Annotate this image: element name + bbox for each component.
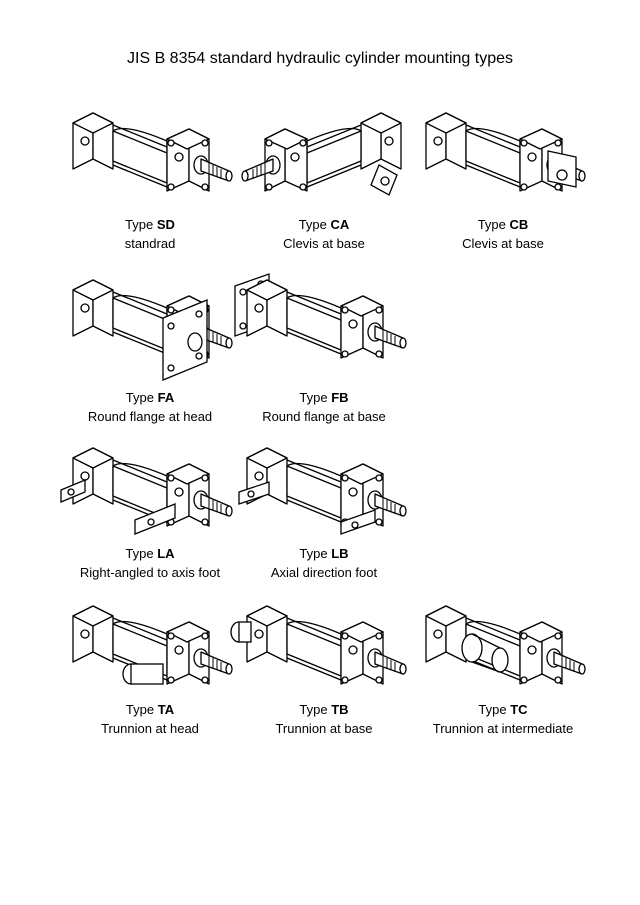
type-prefix: Type <box>125 217 154 232</box>
type-description: Trunnion at base <box>275 721 373 736</box>
type-description: Trunnion at head <box>101 721 199 736</box>
type-code: TC <box>510 702 528 717</box>
cylinder-ta-illustration <box>72 605 233 685</box>
type-label: Type FB <box>229 388 419 407</box>
mounting-type-sd: Type SD standrad <box>55 95 245 253</box>
type-prefix: Type <box>125 702 155 717</box>
type-label: Type TA <box>55 700 245 719</box>
type-label: Type CB <box>408 215 598 234</box>
cylinder-tc-illustration <box>425 605 586 685</box>
type-description: Right-angled to axis foot <box>79 565 221 580</box>
type-description: standrad <box>124 236 176 251</box>
type-prefix: Type <box>299 546 328 561</box>
type-prefix: Type <box>478 702 507 717</box>
mounting-type-tb: Type TB Trunnion at base <box>229 588 419 738</box>
mounting-type-ta: Type TA Trunnion at head <box>55 588 245 738</box>
mounting-type-fa: Type FA Round flange at head <box>55 262 245 426</box>
type-label: Type TC <box>408 700 598 719</box>
type-description: Clevis at base <box>462 236 544 251</box>
mounting-type-fb: Type FB Round flange at base <box>229 262 419 426</box>
type-prefix: Type <box>125 546 154 561</box>
mounting-type-la: Type LA Right-angled to axis foot <box>55 430 245 582</box>
cylinder-la-illustration <box>60 447 233 535</box>
type-description: Clevis at base <box>283 236 365 251</box>
page-title: JIS B 8354 standard hydraulic cylinder m… <box>127 50 513 67</box>
type-code: CB <box>509 217 529 232</box>
mounting-type-tc: Type TC Trunnion at intermediate <box>408 588 598 738</box>
type-label: Type FA <box>55 388 245 407</box>
type-code: CA <box>330 217 350 232</box>
type-code: SD <box>156 217 175 232</box>
cylinder-lb-illustration <box>238 447 407 535</box>
type-label: Type SD <box>55 215 245 234</box>
type-description: Trunnion at intermediate <box>432 721 574 736</box>
type-prefix: Type <box>298 217 327 232</box>
type-description: Round flange at base <box>262 409 386 424</box>
mounting-type-ca: Type CA Clevis at base <box>229 95 419 253</box>
type-code: LB <box>331 546 349 561</box>
cylinder-fa-illustration <box>72 279 233 381</box>
type-label: Type CA <box>229 215 419 234</box>
type-code: TA <box>157 702 175 717</box>
type-label: Type LA <box>55 544 245 563</box>
cylinder-sd-illustration <box>72 112 233 192</box>
type-code: FB <box>331 390 349 405</box>
cylinder-ca-illustration <box>241 112 402 196</box>
type-description: Round flange at head <box>87 409 213 424</box>
type-prefix: Type <box>477 217 506 232</box>
mounting-type-cb: Type CB Clevis at base <box>408 95 598 253</box>
type-code: FA <box>157 390 175 405</box>
cylinder-cb-illustration <box>425 112 586 192</box>
type-code: LA <box>157 546 175 561</box>
cylinder-fb-illustration <box>234 273 407 359</box>
type-prefix: Type <box>125 390 154 405</box>
type-label: Type LB <box>229 544 419 563</box>
type-prefix: Type <box>299 390 328 405</box>
mounting-type-lb: Type LB Axial direction foot <box>229 430 419 582</box>
type-label: Type TB <box>229 700 419 719</box>
type-prefix: Type <box>299 702 328 717</box>
type-code: TB <box>331 702 349 717</box>
cylinder-tb-illustration <box>230 605 407 685</box>
type-description: Axial direction foot <box>270 565 378 580</box>
